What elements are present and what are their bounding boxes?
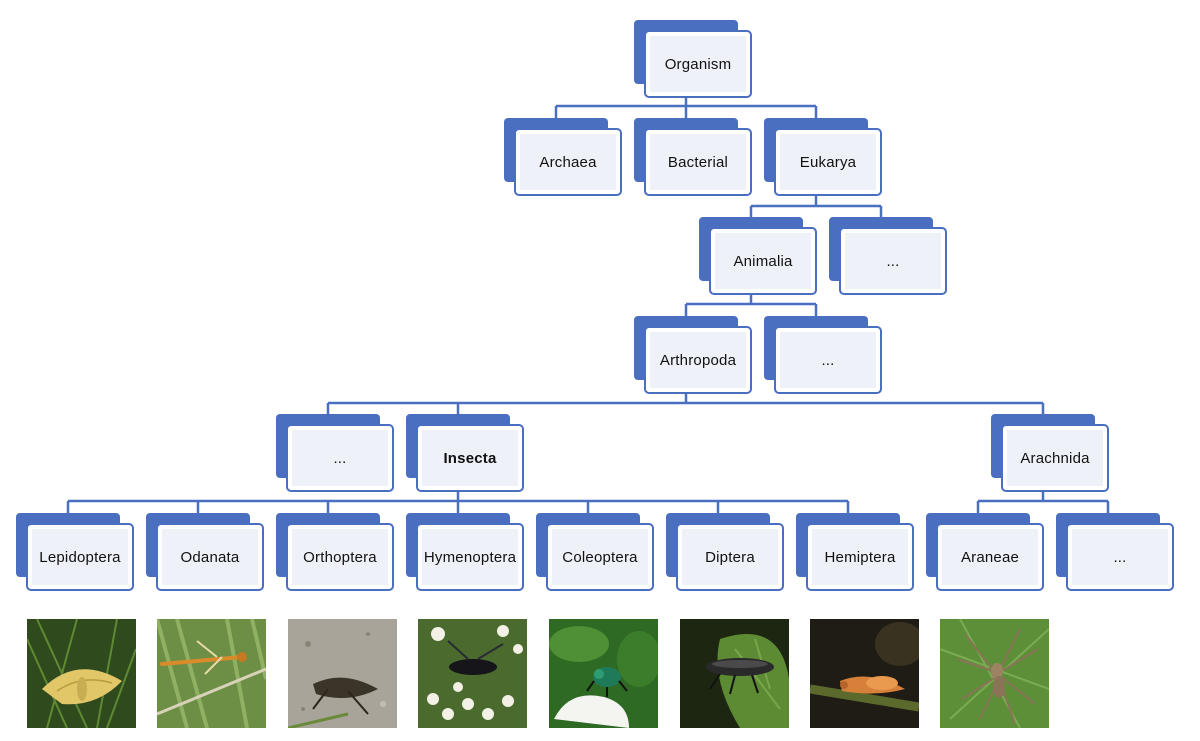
fly-photo xyxy=(680,619,789,728)
node-hymenoptera: Hymenoptera xyxy=(406,513,526,593)
node-arachnida-other: ... xyxy=(1056,513,1176,593)
node-label: Organism xyxy=(644,30,752,98)
node-label: Insecta xyxy=(416,424,524,492)
node-animalia: Animalia xyxy=(699,217,819,297)
node-label: Arachnida xyxy=(1001,424,1109,492)
node-orthoptera: Orthoptera xyxy=(276,513,396,593)
node-label: Araneae xyxy=(936,523,1044,591)
node-label: Orthoptera xyxy=(286,523,394,591)
node-archaea: Archaea xyxy=(504,118,624,198)
node-arthropoda: Arthropoda xyxy=(634,316,754,396)
node-label: Coleoptera xyxy=(546,523,654,591)
node-odanata: Odanata xyxy=(146,513,266,593)
node-label: Arthropoda xyxy=(644,326,752,394)
node-insecta: Insecta xyxy=(406,414,526,494)
node-label: Lepidoptera xyxy=(26,523,134,591)
node-label: Hymenoptera xyxy=(416,523,524,591)
node-eukarya: Eukarya xyxy=(764,118,884,198)
spider-photo xyxy=(940,619,1049,728)
grasshopper-photo xyxy=(288,619,397,728)
node-label: ... xyxy=(1066,523,1174,591)
node-lepidoptera: Lepidoptera xyxy=(16,513,136,593)
bug-photo xyxy=(810,619,919,728)
node-arachnida: Arachnida xyxy=(991,414,1111,494)
node-label: ... xyxy=(839,227,947,295)
node-label: Archaea xyxy=(514,128,622,196)
node-bacterial: Bacterial xyxy=(634,118,754,198)
node-diptera: Diptera xyxy=(666,513,786,593)
dragonfly-photo xyxy=(157,619,266,728)
node-label: Hemiptera xyxy=(806,523,914,591)
moth-photo xyxy=(27,619,136,728)
node-animalia-other: ... xyxy=(764,316,884,396)
node-label: Eukarya xyxy=(774,128,882,196)
node-coleoptera: Coleoptera xyxy=(536,513,656,593)
node-label: ... xyxy=(774,326,882,394)
node-arthropoda-other: ... xyxy=(276,414,396,494)
node-araneae: Araneae xyxy=(926,513,1046,593)
node-label: Diptera xyxy=(676,523,784,591)
node-label: Odanata xyxy=(156,523,264,591)
node-hemiptera: Hemiptera xyxy=(796,513,916,593)
node-eukarya-other: ... xyxy=(829,217,949,297)
node-label: ... xyxy=(286,424,394,492)
node-organism: Organism xyxy=(634,20,754,100)
beetle-photo xyxy=(549,619,658,728)
wasp-photo xyxy=(418,619,527,728)
node-label: Animalia xyxy=(709,227,817,295)
node-label: Bacterial xyxy=(644,128,752,196)
